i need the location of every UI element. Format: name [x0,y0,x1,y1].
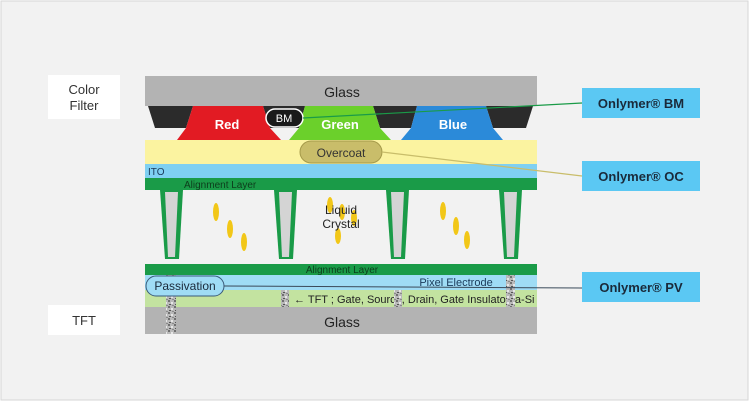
liquid-crystal-molecules [213,197,470,251]
top-glass-label: Glass [324,84,360,100]
spacer-3-inner [391,192,404,257]
lc-molecule [440,202,446,220]
color-filter-label-line2: Filter [70,98,100,113]
alignment-layer-top-label: Alignment Layer [184,180,257,191]
black-matrix-3 [373,106,417,128]
lc-molecule [339,204,345,220]
pv-connector-line [223,285,583,289]
onlymer-pv-box [582,272,700,302]
tft-pillar-2 [281,290,289,307]
black-matrix-4 [486,106,533,128]
color-filter-label-box [48,75,120,119]
red-filter [177,106,281,140]
tft-pillar-1 [166,275,176,334]
green-filter-label: Green [321,117,359,132]
top-glass-layer [145,76,537,106]
pixel-electrode-label: Pixel Electrode [419,277,492,289]
onlymer-pv-label: Onlymer® PV [599,280,683,295]
spacer-1-inner [165,192,178,257]
passivation-bubble-label: Passivation [154,279,215,293]
tft-pillar-4 [506,275,515,307]
oc-connector-line [381,151,583,177]
lc-molecule [464,231,470,249]
color-filter-label-line1: Color [68,82,100,97]
bm-bubble-label: BM [276,113,293,125]
alignment-layer-bottom-label: Alignment Layer [306,265,379,276]
lc-molecule [335,228,341,244]
tft-pillars [166,275,515,334]
lc-molecule [241,233,247,251]
spacers [160,190,522,259]
lc-molecule [351,210,357,226]
ito-layer [145,164,537,178]
bm-connector-line [302,102,583,119]
lc-molecule [453,217,459,235]
liquid-crystal-label-line1: Liquid [325,203,357,217]
black-matrix-1 [148,106,193,128]
blue-filter-label: Blue [439,117,467,132]
tft-pillar-3 [394,290,402,307]
tft-layer [145,290,537,307]
spacer-2-inner [279,192,292,257]
bottom-glass-label: Glass [324,314,360,330]
blue-filter [401,106,503,140]
alignment-layer-bottom [145,264,537,275]
liquid-crystal-label-line2: Crystal [322,217,359,231]
onlymer-bm-box [582,88,700,118]
onlymer-bm-label: Onlymer® BM [598,96,684,111]
onlymer-oc-box [582,161,700,191]
lc-molecule [213,203,219,221]
lc-molecule [227,220,233,238]
bottom-glass-layer [145,307,537,334]
spacer-4-inner [504,192,517,257]
lc-molecule [327,197,333,213]
red-filter-label: Red [215,117,240,132]
tft-label: TFT [72,313,96,328]
overcoat-bubble-label: Overcoat [317,146,366,160]
onlymer-oc-label: Onlymer® OC [598,169,684,184]
tft-layer-label: ← TFT ; Gate, Source, Drain, Gate Insula… [294,294,534,306]
ito-label: ITO [148,167,165,178]
alignment-layer-top [145,178,537,190]
tft-label-box [48,305,120,335]
